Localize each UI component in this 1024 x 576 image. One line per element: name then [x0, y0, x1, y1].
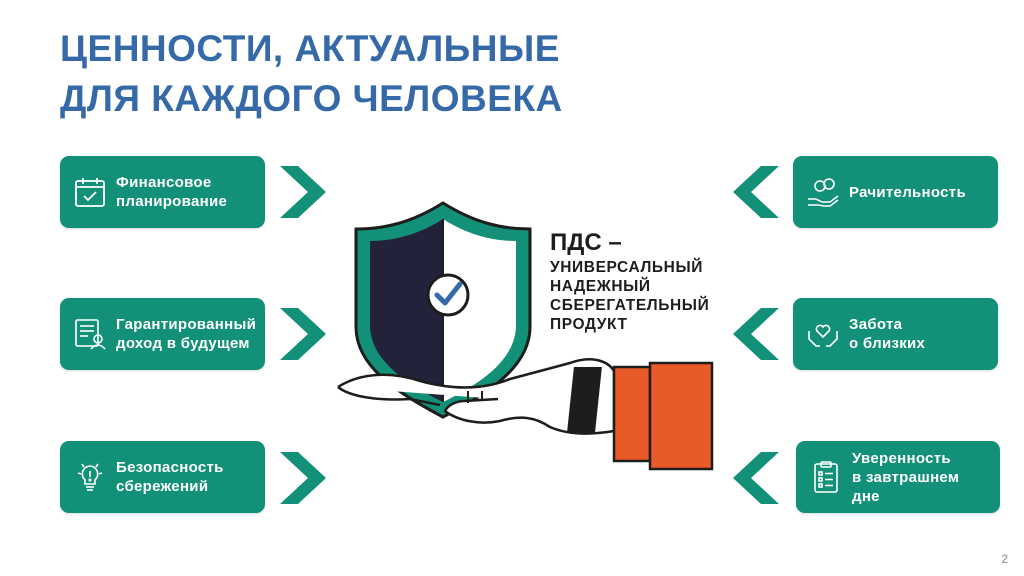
card-line: Забота — [849, 316, 903, 333]
arrow-left-icon — [733, 452, 779, 504]
card-confidence: Уверенность в завтрашнем дне — [796, 441, 1000, 513]
shield-on-hand-icon — [337, 201, 714, 471]
card-care: Забота о близких — [793, 298, 998, 370]
lightbulb-icon — [72, 459, 108, 495]
pds-heading: ПДС – — [550, 229, 622, 256]
pds-description: ПДС – УНИВЕРСАЛЬНЫЙ НАДЕЖНЫЙ СБЕРЕГАТЕЛЬ… — [550, 228, 709, 334]
card-line: Финансовое — [116, 174, 212, 191]
card-line: Рачительность — [849, 183, 966, 201]
card-prudence: Рачительность — [793, 156, 998, 228]
card-line: Безопасность — [116, 459, 224, 476]
coins-hand-icon — [805, 174, 841, 210]
arrow-right-icon — [280, 308, 326, 360]
heart-hands-icon — [805, 316, 841, 352]
card-line: доход в будущем — [116, 335, 250, 352]
card-line: Гарантированный — [116, 316, 257, 333]
arrow-left-icon — [733, 308, 779, 360]
pds-line: СБЕРЕГАТЕЛЬНЫЙ — [550, 297, 710, 314]
arrow-right-icon — [280, 166, 326, 218]
card-line: Уверенность — [852, 449, 951, 467]
arrow-right-icon — [280, 452, 326, 504]
pds-line: УНИВЕРСАЛЬНЫЙ — [550, 259, 703, 276]
page-title: ЦЕННОСТИ, АКТУАЛЬНЫЕ ДЛЯ КАЖДОГО ЧЕЛОВЕК… — [60, 24, 563, 124]
card-line: дне — [852, 487, 880, 505]
card-savings-security: Безопасность сбережений — [60, 441, 265, 513]
card-line: планирование — [116, 193, 228, 210]
title-line-2: ДЛЯ КАЖДОГО ЧЕЛОВЕКА — [60, 78, 563, 119]
card-guaranteed-income: Гарантированный доход в будущем — [60, 298, 265, 370]
arrow-left-icon — [733, 166, 779, 218]
calendar-check-icon — [72, 174, 108, 210]
card-financial-planning: Финансовое планирование — [60, 156, 265, 228]
page-number: 2 — [1001, 552, 1008, 566]
pds-line: ПРОДУКТ — [550, 316, 628, 333]
pds-line: НАДЕЖНЫЙ — [550, 278, 651, 295]
card-line: о близких — [849, 335, 926, 352]
income-document-icon — [72, 316, 108, 352]
checklist-clipboard-icon — [808, 459, 844, 495]
title-line-1: ЦЕННОСТИ, АКТУАЛЬНЫЕ — [60, 28, 560, 69]
card-line: в завтрашнем — [852, 468, 960, 486]
card-line: сбережений — [116, 478, 209, 495]
